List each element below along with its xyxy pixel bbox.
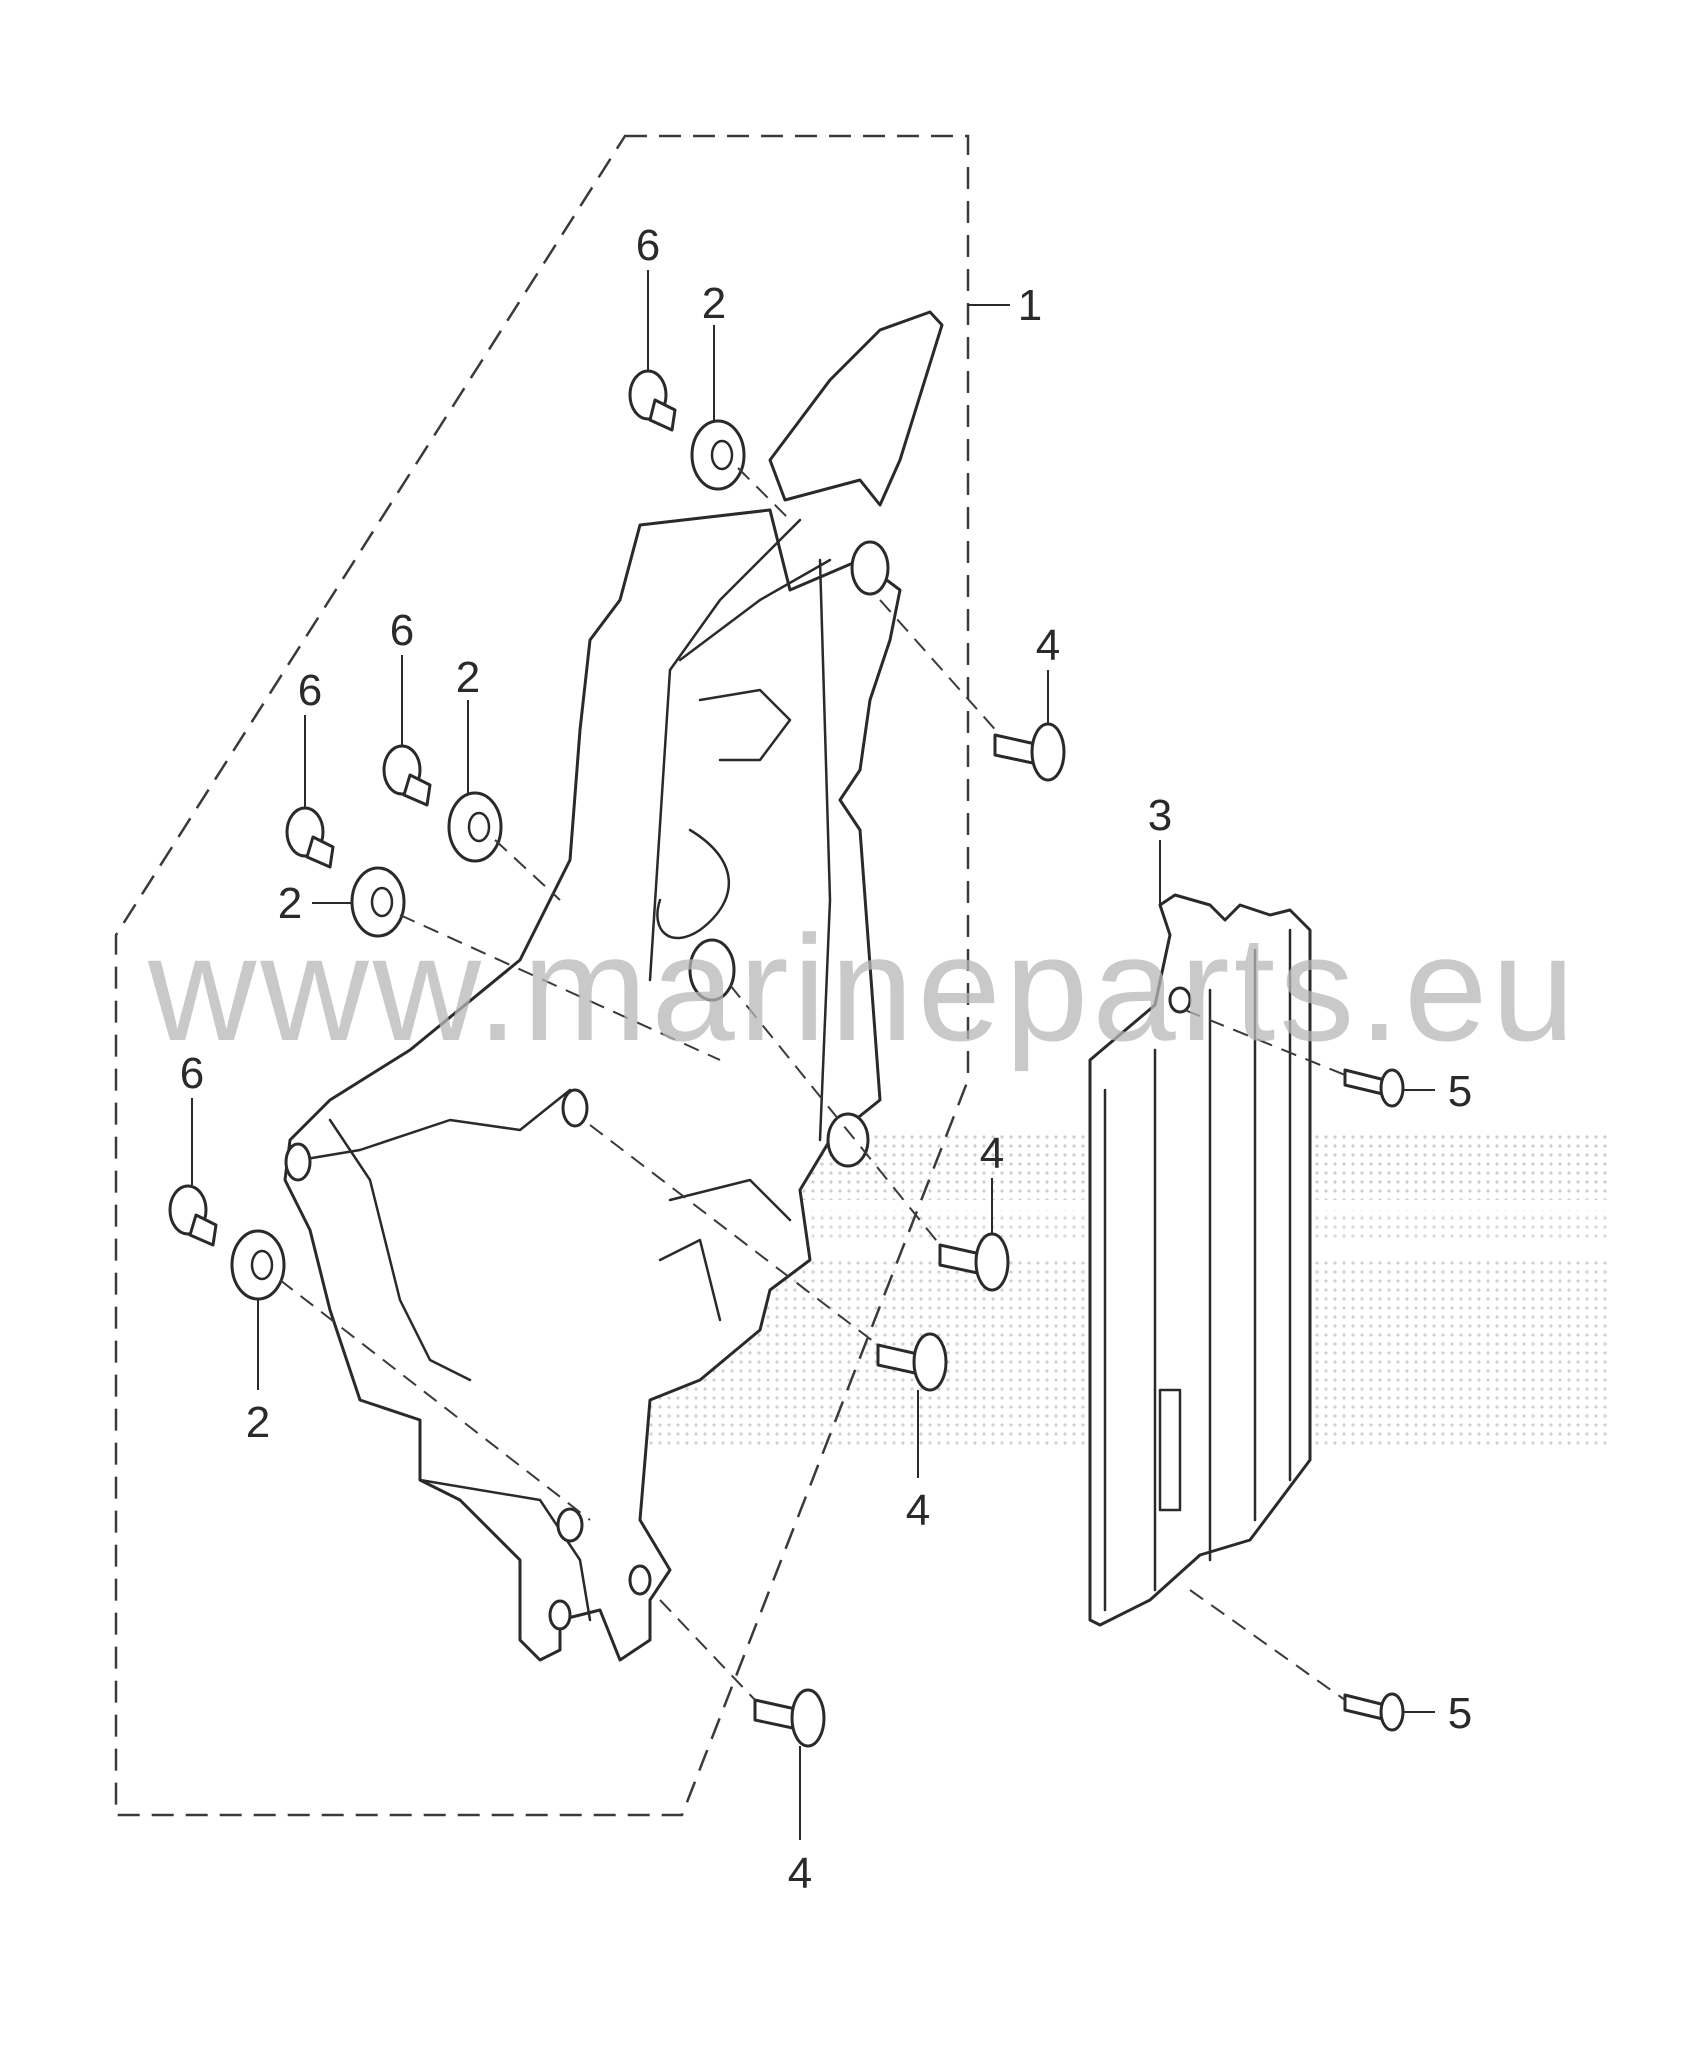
callout-1: 1 <box>1018 281 1042 330</box>
callout-3: 3 <box>1148 791 1172 840</box>
bolt-4c <box>876 1332 948 1392</box>
callout-6c: 6 <box>298 666 322 715</box>
callout-6a: 6 <box>636 221 660 270</box>
callout-2d: 2 <box>246 1398 270 1447</box>
bracket-assembly <box>283 310 944 1662</box>
grommet-2b <box>447 791 503 863</box>
callout-2a: 2 <box>702 279 726 328</box>
collar-6d <box>168 1184 218 1247</box>
grommet-2a <box>690 419 746 491</box>
callout-4d: 4 <box>788 1849 812 1898</box>
callout-4c: 4 <box>906 1486 930 1535</box>
callout-4b: 4 <box>980 1129 1004 1178</box>
website-watermark: www.marineparts.eu <box>147 904 1579 1072</box>
callout-2b: 2 <box>456 653 480 702</box>
bolt-4d <box>753 1688 826 1748</box>
screw-5a <box>1343 1068 1405 1108</box>
collar-6a <box>628 369 677 432</box>
ecu-module <box>1088 893 1312 1627</box>
screw-5b <box>1343 1692 1405 1732</box>
bolt-4b <box>938 1232 1010 1292</box>
callout-5b: 5 <box>1448 1689 1472 1738</box>
assembly-guide-lines <box>279 467 1346 1701</box>
callout-2c: 2 <box>278 879 302 928</box>
collar-6c <box>285 806 335 869</box>
assembly-boundary <box>114 134 970 1817</box>
callout-6b: 6 <box>390 606 414 655</box>
bolt-4a <box>993 722 1066 782</box>
callout-leaders <box>191 270 1435 1840</box>
grommet-2d <box>230 1229 286 1301</box>
collar-6b <box>382 744 432 807</box>
callout-6d: 6 <box>180 1049 204 1098</box>
callout-labels: 1 6 2 4 6 2 6 3 2 6 4 5 2 4 5 4 <box>180 221 1472 1898</box>
callout-4a: 4 <box>1036 621 1060 670</box>
callout-5a: 5 <box>1448 1067 1472 1116</box>
